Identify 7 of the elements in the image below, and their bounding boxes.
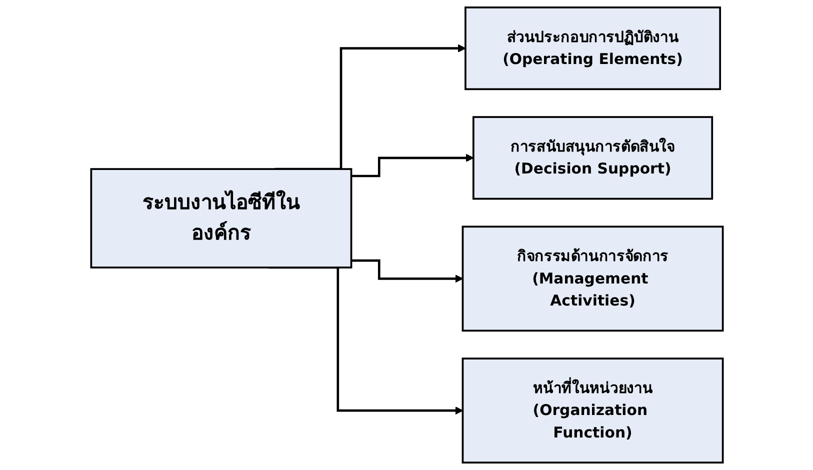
node-box: กิจกรรมด้านการจัดการ (Management Activities): [461, 226, 724, 332]
arrow: [350, 154, 474, 178]
node-box: ส่วนประกอบการปฏิบัติงาน (Operating Elements): [464, 6, 720, 90]
node-box: ระบบงานไอซีทีในองค์กร: [90, 168, 352, 268]
node-box: หน้าที่ในหน่วยงาน (Organization Function): [461, 358, 724, 464]
arrow: [350, 259, 463, 283]
node-box: การสนับสนุนการตัดสินใจ (Decision Support): [472, 116, 713, 200]
